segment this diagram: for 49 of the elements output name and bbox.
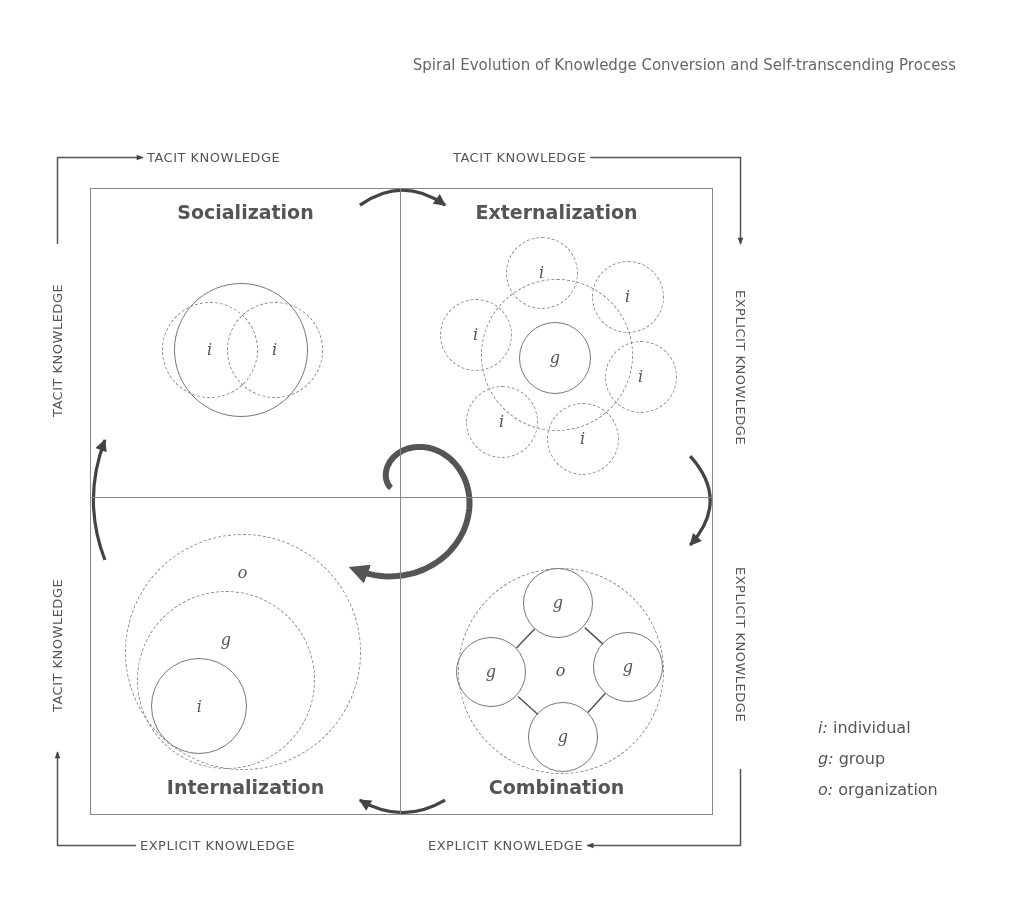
curved-arrow [358,798,446,815]
circle-label: g [485,662,497,682]
connector-line [584,626,604,646]
circle-label: i [196,696,202,716]
legend-item: i: individual [818,717,912,739]
elbow-arrow [589,156,744,245]
legend-item: g: group [818,748,887,770]
quadrant-panel [400,188,713,498]
circle-label: i [538,263,545,282]
connector-line [515,628,536,649]
axis-label: TACIT KNOWLEDGE [50,248,65,453]
elbow-arrow [54,751,137,847]
axis-label: EXPLICIT KNOWLEDGE [428,838,584,853]
circle-label: i [624,287,631,306]
circle-label: g [622,657,633,677]
circle-label: i [206,340,213,359]
connector-line [587,692,606,714]
circle-label: o [555,661,566,680]
axis-label: EXPLICIT KNOWLEDGE [733,248,748,488]
quadrant-panel [90,497,401,815]
quadrant-title: Combination [488,776,625,798]
elbow-arrow [56,154,144,245]
circle-label: g [552,593,563,613]
quadrant-panel [90,188,401,498]
circle-label: g [220,629,231,649]
connector-line [517,695,539,716]
circle-label: g [557,727,568,747]
curved-arrow [359,188,447,207]
quadrant-title: Externalization [475,201,638,223]
curved-arrow [688,455,712,546]
circle-label: i [579,429,586,448]
legend-item: o: organization [818,779,938,801]
quadrant-title: Socialization [177,201,314,223]
axis-label: TACIT KNOWLEDGE [453,150,587,165]
axis-label: TACIT KNOWLEDGE [50,543,65,748]
axis-label: TACIT KNOWLEDGE [147,150,281,165]
axis-label: EXPLICIT KNOWLEDGE [140,838,296,853]
quadrant-title: Internalization [166,776,325,798]
axis-label: EXPLICIT KNOWLEDGE [733,525,748,765]
circle-label: i [472,325,479,344]
circle-label: g [549,348,560,368]
circle-label: i [498,412,505,431]
circle-label: i [271,340,278,359]
quadrant-panel [400,497,713,815]
circle-label: o [237,562,248,582]
elbow-arrow [586,768,742,849]
curved-arrow [91,438,107,561]
diagram-title: Spiral Evolution of Knowledge Conversion and Self-transcending Process [412,56,956,74]
circle-label: i [637,367,644,386]
